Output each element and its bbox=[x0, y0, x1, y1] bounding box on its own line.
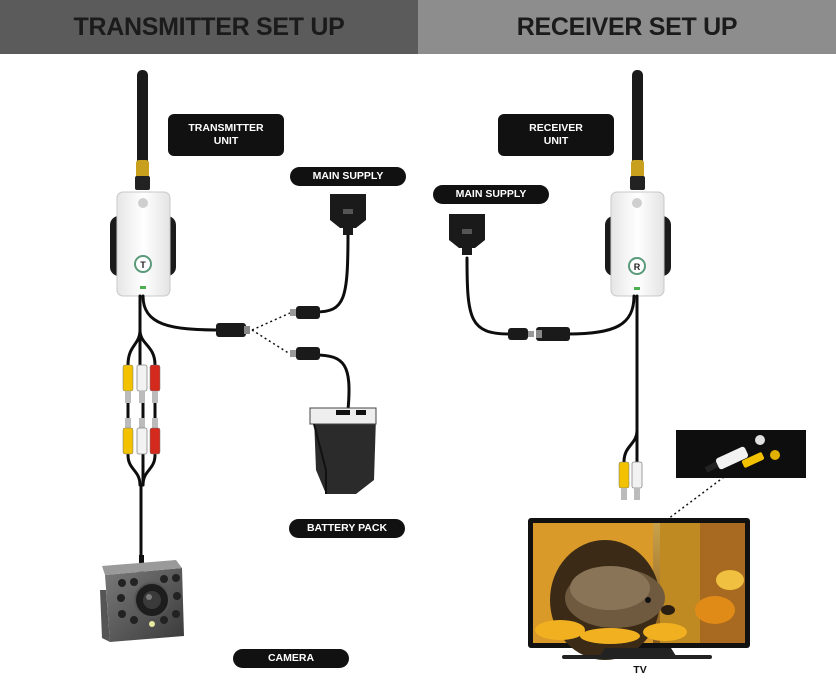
battery-pack-label: BATTERY PACK bbox=[289, 519, 405, 538]
dc-connection-dotted bbox=[251, 312, 291, 355]
main-supply-right-label: MAIN SUPPLY bbox=[433, 185, 549, 204]
tv-label: TV bbox=[633, 664, 647, 676]
transmitter-badge-icon bbox=[134, 255, 152, 273]
receiver-setup-title: RECEIVER SET UP bbox=[516, 12, 738, 41]
battery-pack-icon bbox=[309, 407, 377, 494]
receiver-antenna bbox=[630, 70, 645, 190]
receiver-badge: R bbox=[634, 262, 641, 272]
dc-plug-battery bbox=[290, 347, 320, 360]
inset-dotted-line bbox=[659, 473, 729, 526]
receiver-unit: R bbox=[605, 191, 671, 297]
transmitter-unit-label: TRANSMITTER UNIT bbox=[168, 114, 284, 156]
rca-plugs-receiver bbox=[618, 461, 643, 500]
dc-plug-mains-left bbox=[290, 306, 320, 319]
rca-plugs-lower bbox=[122, 418, 161, 455]
header-transmitter: TRANSMITTER SET UP bbox=[0, 0, 418, 54]
av-input-detail-inset bbox=[676, 430, 806, 478]
setup-diagram: T bbox=[100, 70, 806, 660]
dc-plug-mains-right bbox=[508, 328, 534, 340]
transmitter-unit: T bbox=[110, 191, 176, 297]
transmitter-setup-title: TRANSMITTER SET UP bbox=[73, 12, 345, 41]
transmitter-cables bbox=[126, 230, 351, 572]
camera-label: CAMERA bbox=[233, 649, 349, 668]
camera-icon bbox=[100, 555, 184, 642]
header-receiver: RECEIVER SET UP bbox=[418, 0, 836, 54]
dc-plug-transmitter bbox=[216, 323, 250, 337]
receiver-unit-label: RECEIVER UNIT bbox=[498, 114, 614, 156]
dc-plug-receiver bbox=[536, 327, 570, 341]
transmitter-antenna bbox=[135, 70, 150, 190]
receiver-cables bbox=[465, 256, 639, 464]
main-supply-left-label: MAIN SUPPLY bbox=[290, 167, 406, 186]
receiver-badge-icon bbox=[628, 257, 646, 275]
rca-plugs-upper bbox=[122, 364, 161, 403]
tv-icon bbox=[528, 518, 750, 660]
transmitter-badge: T bbox=[140, 260, 146, 270]
mains-plug-right-icon bbox=[449, 214, 485, 255]
mains-plug-left-icon bbox=[330, 194, 366, 235]
